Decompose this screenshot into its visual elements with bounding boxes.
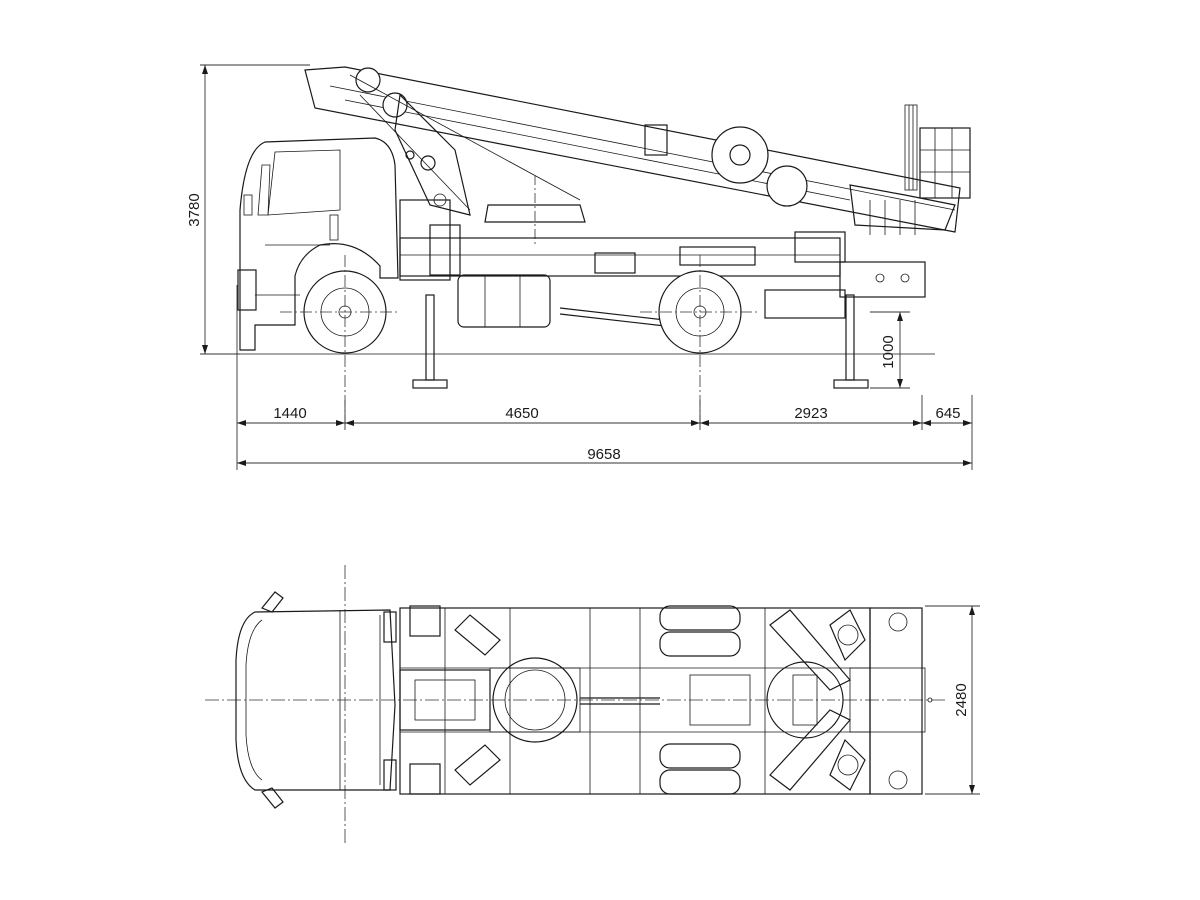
truck-cab — [237, 137, 399, 351]
boom — [304, 66, 961, 233]
width-dim-label: 2480 — [953, 683, 970, 716]
rear-overhang-label: 2923 — [794, 405, 827, 422]
chassis-frame — [399, 193, 926, 328]
top-view: 2480 — [205, 565, 980, 845]
outrigger-height-label: 1000 — [880, 335, 897, 368]
overall-length-label: 9658 — [587, 446, 620, 463]
outriggers-top — [409, 605, 866, 795]
rear-extension-label: 645 — [935, 405, 960, 422]
width-dimension: 2480 — [925, 605, 980, 795]
rear-outrigger — [833, 294, 869, 389]
chassis-top — [399, 605, 933, 795]
turret — [484, 175, 586, 245]
wheelbase-label: 4650 — [505, 405, 538, 422]
front-overhang-label: 1440 — [273, 405, 306, 422]
side-view: 3780 1000 1440 — [186, 64, 973, 470]
work-platform — [849, 104, 971, 235]
outrigger-height-dimension: 1000 — [870, 311, 910, 389]
height-dim-label: 3780 — [186, 193, 203, 226]
length-dimensions: 1440 4650 2923 645 9658 — [236, 285, 973, 470]
cab-top — [235, 591, 397, 809]
front-outrigger — [412, 294, 448, 389]
height-dimension: 3780 — [186, 64, 310, 355]
